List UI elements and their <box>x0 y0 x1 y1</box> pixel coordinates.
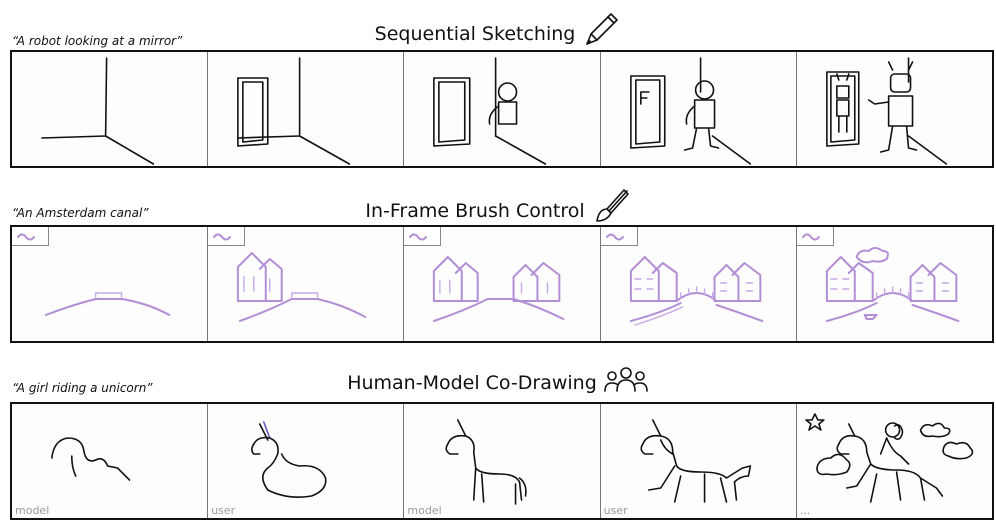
sketch-strip <box>10 50 994 168</box>
section-title: Human-Model Co-Drawing <box>0 367 996 395</box>
brush-frame-2 <box>207 227 403 341</box>
brush-frame-3 <box>403 227 599 341</box>
author-label: user <box>211 504 236 517</box>
codraw-frame-1: model <box>12 404 207 518</box>
section-title: Sequential Sketching <box>0 13 996 50</box>
brush-frame-5 <box>795 227 992 341</box>
brush-color-badge <box>404 227 442 246</box>
brush-color-badge <box>600 227 638 246</box>
section-title-text: In-Frame Brush Control <box>365 200 585 222</box>
sketch-frame-1 <box>12 52 207 166</box>
section-title: In-Frame Brush Control <box>0 189 996 227</box>
sketch-frame-3 <box>403 52 599 166</box>
brush-color-badge <box>796 227 834 246</box>
sketch-frame-5 <box>795 52 992 166</box>
people-icon <box>603 367 648 392</box>
author-label: user <box>603 504 628 517</box>
codraw-frame-4: user <box>599 404 796 518</box>
prompt-text: “An Amsterdam canal” <box>12 206 149 220</box>
codraw-frame-2: user <box>207 404 403 518</box>
author-label: model <box>15 504 50 517</box>
brush-frame-4 <box>599 227 796 341</box>
brush-strip <box>10 225 994 343</box>
author-label: model <box>407 504 442 517</box>
codraw-frame-5: ... <box>795 404 992 518</box>
sketch-frame-2 <box>207 52 403 166</box>
prompt-text: “A robot looking at a mirror” <box>12 34 183 48</box>
section-title-text: Human-Model Co-Drawing <box>347 372 597 394</box>
section-title-text: Sequential Sketching <box>374 23 576 45</box>
brush-color-badge <box>208 227 246 246</box>
brush-frame-1 <box>12 227 207 341</box>
author-label: ... <box>799 504 811 517</box>
brush-color-badge <box>12 227 49 246</box>
sketch-frame-4 <box>599 52 796 166</box>
prompt-text: “A girl riding a unicorn” <box>12 381 153 395</box>
paintbrush-icon <box>595 189 629 222</box>
codraw-strip: model user model <box>10 402 994 520</box>
pencil-icon <box>586 13 619 45</box>
codraw-frame-3: model <box>403 404 599 518</box>
